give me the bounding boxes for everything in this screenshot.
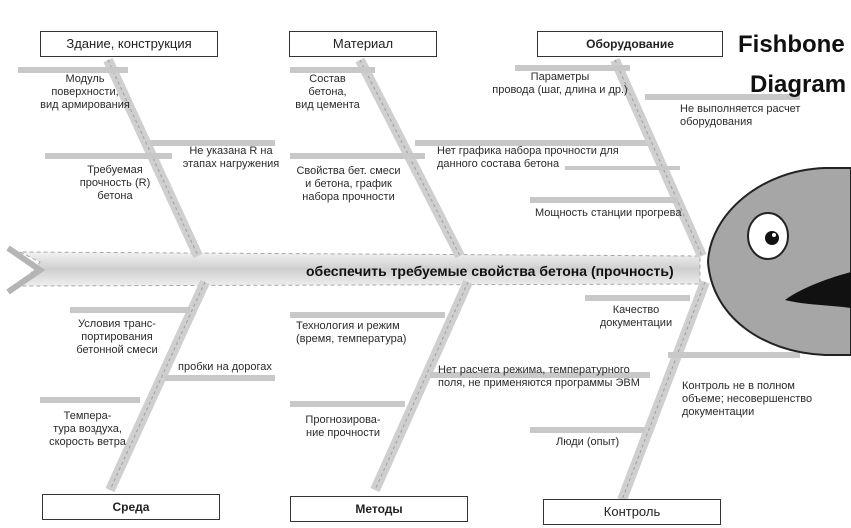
category-equipment: Оборудование [537, 31, 723, 57]
cause-equipment-3: Мощность станции прогрева [535, 207, 685, 220]
cause-control-2: Контроль не в полном объеме; несовершенс… [682, 380, 842, 419]
effect-label: обеспечить требуемые свойства бетона (пр… [306, 263, 674, 279]
cause-material-2: Нет графика набора прочности для данного… [437, 145, 677, 171]
cause-environment-2: пробки на дорогах [178, 361, 288, 374]
cause-methods-1: Технология и режим (время, температура) [296, 320, 436, 346]
diagram-title-line1: Fishbone [738, 31, 845, 59]
cause-building-3: Требуемая прочность (R) бетона [60, 164, 170, 203]
cause-equipment-1: Параметры провода (шаг, длина и др.) [485, 71, 635, 97]
fish-head [708, 168, 851, 355]
bone-environment [40, 282, 275, 490]
cause-environment-1: Условия транс- портирования бетонной сме… [62, 318, 172, 357]
cause-control-1: Качество документации [582, 304, 690, 330]
cause-environment-3: Темпера- тура воздуха, скорость ветра [35, 410, 140, 449]
cause-control-3: Люди (опыт) [556, 436, 646, 449]
cause-material-1: Состав бетона, вид цемента [280, 73, 375, 112]
category-control: Контроль [543, 499, 721, 525]
cause-equipment-2: Не выполняется расчет оборудования [680, 103, 845, 129]
diagram-title-line2: Diagram [750, 71, 846, 99]
cause-building-1: Модуль поверхности, вид армирования [10, 73, 160, 112]
category-building: Здание, конструкция [40, 31, 218, 57]
cause-methods-3: Прогнозирова- ние прочности [288, 414, 398, 440]
category-methods: Методы [290, 496, 468, 522]
category-material: Материал [289, 31, 437, 57]
cause-methods-2: Нет расчета режима, температурного поля,… [438, 364, 658, 390]
cause-material-3: Свойства бет. смеси и бетона, график наб… [286, 165, 411, 204]
cause-building-2: Не указана R на этапах нагружения [172, 145, 290, 171]
category-environment: Среда [42, 494, 220, 520]
